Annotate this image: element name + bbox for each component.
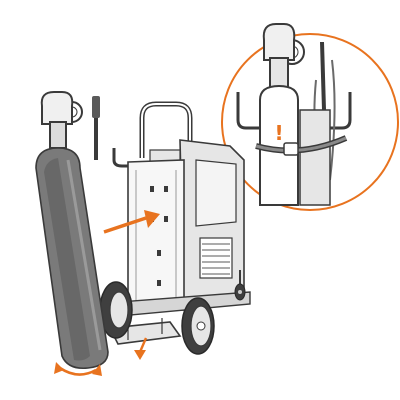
detail-warning-mark: ! [274, 121, 283, 145]
cylinder-valve-neck [49, 121, 67, 149]
detail-valve-handle [262, 23, 296, 61]
plate-pull-arrow-icon [134, 337, 148, 360]
detail-strap-buckle [283, 142, 299, 156]
rotate-arrow-icon [54, 362, 102, 376]
cylinder-flowmeter [92, 96, 100, 118]
cart-left-hook [112, 148, 140, 168]
detail-circle: ! [155, 23, 399, 211]
cylinder-highlight [66, 159, 102, 351]
detail-hose-2 [329, 59, 336, 181]
caster-wheel [234, 270, 246, 301]
detail-left-hook [236, 92, 262, 130]
cart-handle-highlight [141, 103, 191, 158]
detail-torch [320, 41, 326, 111]
rear-wheel [181, 297, 215, 355]
gas-cylinder [35, 91, 109, 370]
detail-cart-panel [299, 109, 331, 206]
insert-arrow-icon [103, 210, 160, 234]
cylinder-valve-handle [40, 91, 74, 125]
detail-strap-inner [255, 136, 347, 152]
detail-cylinder [259, 84, 299, 206]
welder-vent-grille [199, 237, 233, 279]
detail-right-hook [326, 92, 352, 130]
welding-cart [99, 101, 251, 360]
detail-valve-neck [269, 57, 289, 89]
welder-front-panel [195, 159, 237, 227]
cylinder-shading [44, 158, 90, 361]
detail-content: ! [236, 23, 352, 206]
